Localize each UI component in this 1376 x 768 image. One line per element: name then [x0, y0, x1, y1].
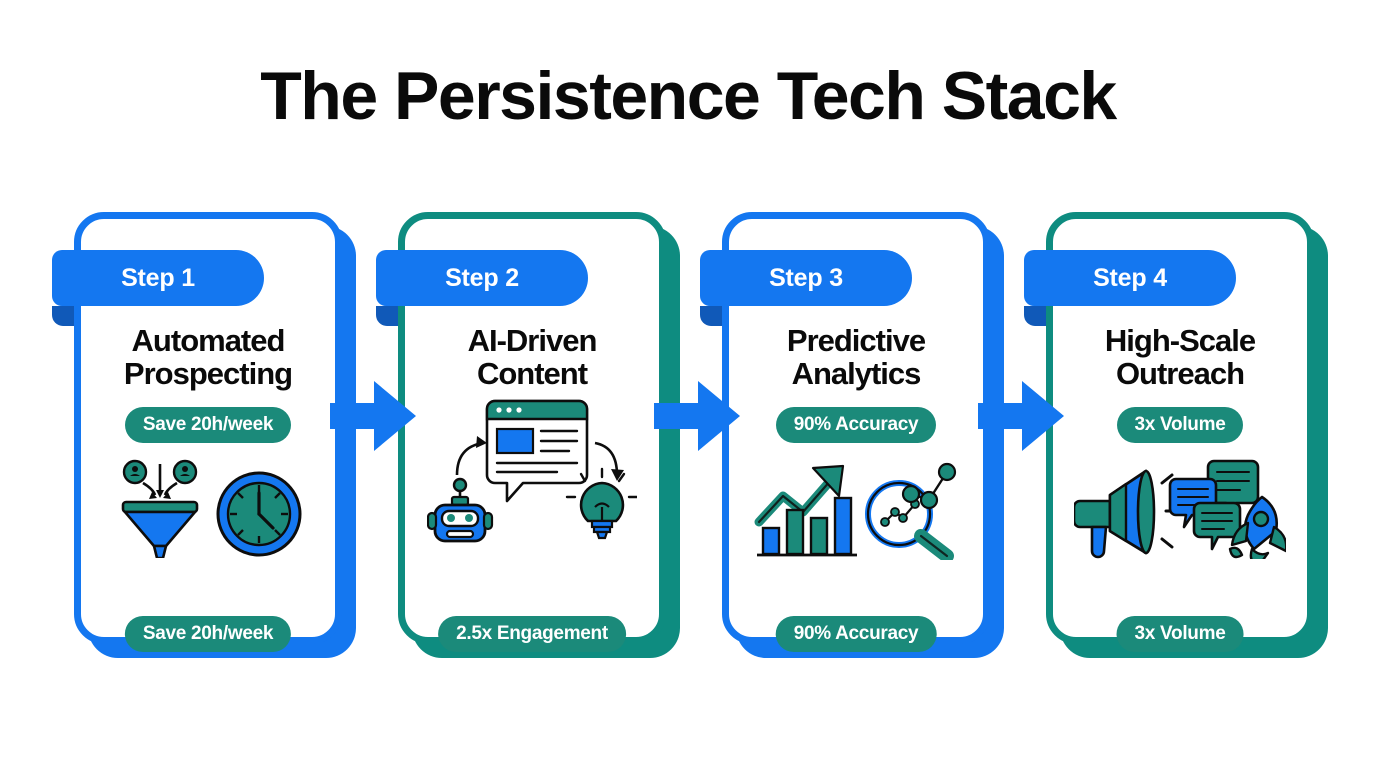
- metric-badge-bottom: Save 20h/week: [124, 616, 292, 652]
- analytics-icon-group: [754, 462, 957, 560]
- card-title: High-Scale Outreach: [1104, 323, 1256, 392]
- magnifier-network-icon: [865, 462, 957, 560]
- content-window-icon: [485, 399, 589, 503]
- step-badge: Step 1: [52, 250, 264, 306]
- arrow-head-right: [611, 468, 624, 481]
- ribbon-fold: [1024, 306, 1046, 326]
- card-icons: [1074, 453, 1286, 563]
- step-card-3[interactable]: Step 3 Predictive Analytics 90% Accuracy: [700, 212, 1004, 658]
- card-title: Automated Prospecting: [123, 323, 293, 392]
- step-card-1[interactable]: Step 1 Automated Prospecting Save 20h/we…: [52, 212, 356, 658]
- funnel-clock-icon-group: [121, 459, 302, 558]
- ribbon-fold: [52, 306, 74, 326]
- lightbulb-icon: [565, 467, 637, 540]
- clock-icon: [216, 471, 302, 557]
- steps-row: Step 1 Automated Prospecting Save 20h/we…: [0, 212, 1376, 672]
- card-body: Automated Prospecting Save 20h/week: [74, 212, 342, 652]
- arrow-2-to-3: [654, 377, 740, 455]
- card-title: AI-Driven Content: [467, 323, 598, 392]
- funnel-icon: [121, 459, 199, 558]
- speech-bubbles-icon: [1168, 459, 1260, 551]
- arrow-3-to-4: [978, 377, 1064, 455]
- step-badge: Step 2: [376, 250, 588, 306]
- step-badge: Step 4: [1024, 250, 1236, 306]
- step-card-2[interactable]: Step 2 AI-Driven Content: [376, 212, 680, 658]
- metric-badge-top: 90% Accuracy: [775, 406, 937, 443]
- ribbon-fold: [700, 306, 722, 326]
- ai-content-icon-group: [427, 399, 637, 543]
- network-outside: [901, 462, 957, 509]
- metric-badge-bottom: 3x Volume: [1116, 616, 1244, 652]
- metric-badge-bottom: 2.5x Engagement: [438, 616, 626, 652]
- card-icons: [113, 453, 303, 563]
- ribbon-fold: [376, 306, 398, 326]
- outreach-icon-group: [1074, 459, 1286, 559]
- step-card-4[interactable]: Step 4 High-Scale Outreach 3x Volume: [1024, 212, 1328, 658]
- arrow-curve-left: [455, 441, 484, 475]
- card-body: AI-Driven Content: [398, 212, 666, 652]
- page-title: The Persistence Tech Stack: [260, 58, 1117, 134]
- bar-chart-icon: [757, 496, 857, 557]
- card-icons: [751, 453, 961, 563]
- arrow-head-left: [476, 435, 487, 448]
- megaphone-icon: [1074, 469, 1182, 559]
- arrow-1-to-2: [330, 377, 416, 455]
- robot-icon: [427, 477, 494, 543]
- card-body: High-Scale Outreach 3x Volume: [1046, 212, 1314, 652]
- metric-badge-top: 3x Volume: [1116, 406, 1244, 443]
- card-body: Predictive Analytics 90% Accuracy: [722, 212, 990, 652]
- step-badge: Step 3: [700, 250, 912, 306]
- metric-badge-top: Save 20h/week: [124, 406, 292, 443]
- growth-arrow-icon: [754, 464, 845, 527]
- card-title: Predictive Analytics: [786, 323, 926, 392]
- card-icons: [427, 395, 637, 545]
- rocket-icon: [1228, 495, 1286, 559]
- metric-badge-bottom: 90% Accuracy: [775, 616, 937, 652]
